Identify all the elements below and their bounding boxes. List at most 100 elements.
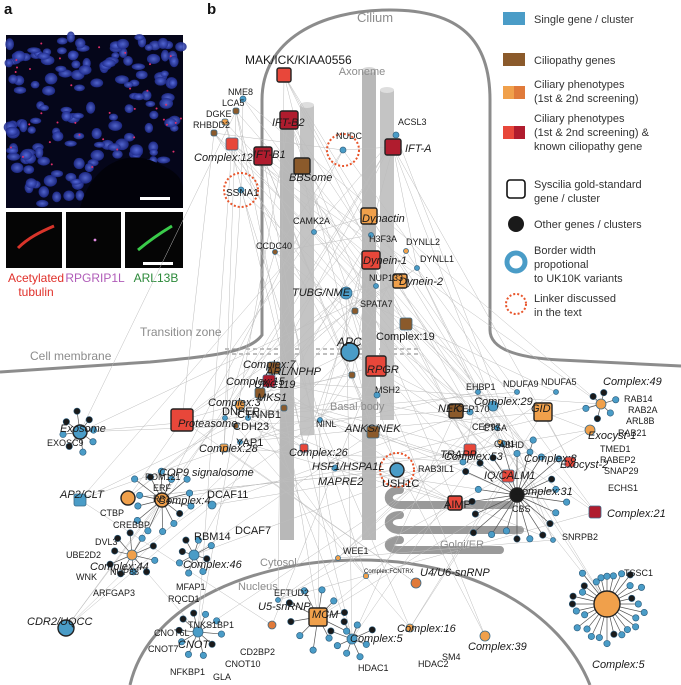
cluster-node (187, 502, 195, 510)
label-complex21: Complex:21 (607, 508, 666, 520)
cluster-node (469, 529, 477, 537)
cluster-node (529, 436, 537, 444)
cluster-node (539, 531, 547, 539)
network-edge (211, 411, 471, 506)
network-node (360, 207, 378, 225)
cluster-node (555, 455, 563, 463)
nucleus-blob (10, 162, 24, 173)
network-node (299, 443, 309, 453)
cilia-signal-dot (15, 66, 18, 69)
cluster-node (356, 653, 364, 661)
network-edge (283, 74, 608, 605)
cluster-node (468, 497, 476, 505)
cluster-node (623, 626, 631, 634)
legend-label-syscilia-2: gene / cluster (534, 193, 600, 205)
network-node (234, 399, 246, 411)
network-node (237, 186, 245, 194)
network-edge (224, 251, 276, 419)
network-edge (277, 429, 591, 601)
cilia-signal-dot (133, 136, 136, 139)
cluster-node (572, 607, 580, 615)
label-snrpb2: SNRPB2 (562, 532, 598, 542)
network-edge (313, 215, 370, 233)
network-edge (65, 351, 351, 629)
network-node (293, 157, 311, 175)
nucleus-blob (27, 47, 41, 54)
cluster-node (593, 415, 601, 423)
label-cdh23: CDH23 (233, 421, 269, 433)
cluster-node (628, 594, 636, 602)
label-cnot10: CNOT10 (225, 659, 261, 669)
legend-swatch-syscilia (506, 179, 526, 199)
network-node (207, 500, 217, 510)
network-node (405, 623, 415, 633)
network-edge (211, 451, 531, 506)
cluster-node (340, 618, 348, 626)
network-edge (240, 98, 244, 191)
label-rab21: RAB21 (618, 428, 647, 438)
cilia-signal-dot (9, 146, 12, 149)
nucleus-blob (108, 113, 118, 121)
linker-rings (223, 133, 415, 488)
cluster-node (330, 597, 338, 605)
network-edge (239, 404, 305, 449)
label-tssc1: TSSC1 (624, 568, 653, 578)
network-edge (181, 267, 418, 421)
cluster-node (582, 404, 590, 412)
label-arl8b: ARL8B (626, 416, 655, 426)
label-rab14: RAB14 (624, 394, 653, 404)
nucleus-blob (144, 44, 153, 51)
caption-arl13b: ARL13B (134, 271, 179, 285)
label-pom121: POM121 (145, 472, 181, 482)
label-gid: GID (531, 403, 551, 415)
network-edge (181, 365, 377, 421)
label-abhd: ABHD (499, 440, 525, 450)
network-node (317, 417, 323, 423)
dark-region (80, 157, 183, 208)
cluster-node (178, 548, 186, 556)
cilia-signal-dot (155, 107, 158, 110)
cell-membrane-outline (0, 8, 681, 374)
network-edge (372, 431, 518, 496)
cluster-node (563, 498, 571, 506)
network-node (595, 398, 607, 410)
label-dynll2: DYNLL2 (406, 237, 440, 247)
network-node (363, 573, 369, 579)
label-cep97: CEP97 (472, 422, 501, 432)
network-edge (351, 410, 457, 640)
network-edge (392, 146, 418, 269)
cluster-node (638, 583, 646, 591)
nucleus-blob (86, 101, 96, 114)
inset-rpgrip1l (66, 212, 121, 268)
network-edge (127, 417, 226, 499)
nucleus-blob (56, 37, 68, 45)
cluster-node (597, 574, 605, 582)
legend-label-phenotype: Ciliary phenotypes (534, 79, 625, 91)
nucleus-blob (8, 74, 18, 84)
label-ush1c: USH1C (382, 478, 419, 490)
cluster-node (546, 520, 554, 528)
cluster-node (612, 396, 620, 404)
cluster-node (199, 651, 207, 659)
label-u5: U5-snRNP (258, 601, 311, 613)
network-edge (127, 231, 315, 499)
cluster-node (111, 547, 119, 555)
network-node (351, 307, 359, 315)
network-edge (223, 110, 237, 449)
cilia-signal-dot (98, 46, 101, 49)
nucleus-outline (128, 558, 592, 685)
network-node (399, 317, 413, 331)
nucleus-blob (135, 70, 148, 80)
label-complex16: Complex:16 (397, 623, 457, 635)
cluster-node (114, 534, 122, 542)
network-node (553, 389, 559, 395)
label-rhbdd2: RHBDD2 (193, 120, 230, 130)
label-complex53: Complex:53 (444, 451, 504, 463)
label-nudc: NUDC (336, 131, 362, 141)
cluster-node (79, 448, 87, 456)
cluster-edge (479, 462, 518, 496)
scale-bar-inset (143, 262, 173, 265)
nucleus-blob (73, 84, 85, 92)
label-rbm14: RBM14 (194, 531, 231, 543)
label-h3f3a: H3F3A (369, 234, 397, 244)
